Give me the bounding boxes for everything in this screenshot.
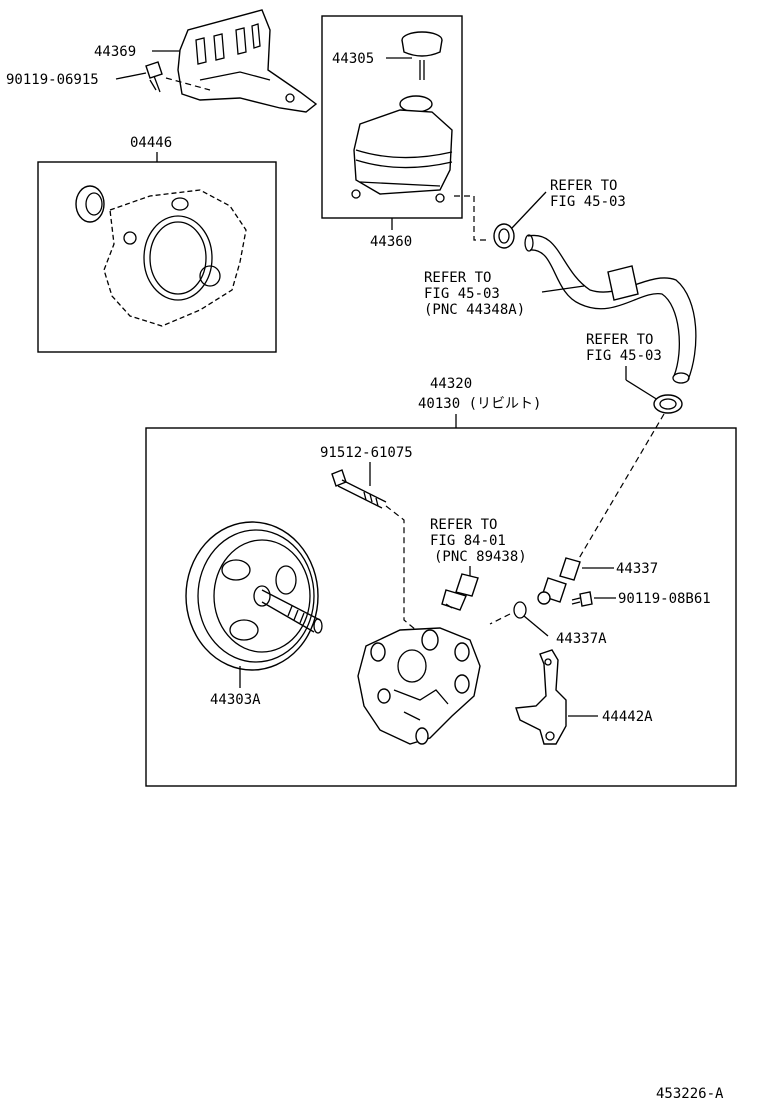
dash-reservoir-to-clamp	[454, 195, 490, 241]
label-44337a: 44337A	[556, 631, 607, 647]
label-90119-08b61: 90119-08B61	[618, 591, 711, 607]
hose-icon	[524, 234, 697, 384]
label-ref4-line3: (PNC 89438)	[434, 549, 527, 565]
clamp-icon	[653, 394, 683, 414]
label-44303a: 44303A	[210, 692, 261, 708]
label-ref2-line1: REFER TO	[424, 270, 491, 286]
pump-assembly-box	[145, 427, 737, 787]
label-ref3-line2: FIG 45-03	[586, 348, 662, 364]
label-44320: 44320	[430, 376, 472, 392]
reservoir-cap-icon	[401, 31, 443, 80]
label-ref1-line1: REFER TO	[550, 178, 617, 194]
pulley-icon	[185, 521, 323, 671]
leader-44337a	[523, 615, 549, 637]
label-ref4-line2: FIG 84-01	[430, 533, 506, 549]
label-44305: 44305	[332, 51, 374, 67]
label-44337: 44337	[616, 561, 658, 577]
label-ref2-line3: (PNC 44348A)	[424, 302, 525, 318]
bolt-icon	[571, 591, 593, 607]
gasket-kit-box	[37, 161, 277, 353]
label-ref4-line1: REFER TO	[430, 517, 497, 533]
label-04446: 04446	[130, 135, 172, 151]
leader-90119-06915	[115, 72, 147, 80]
label-ref1-line2: FIG 45-03	[550, 194, 626, 210]
union-fitting-icon	[537, 557, 581, 605]
leader-ref3b	[625, 379, 659, 401]
dash-clamp-to-union	[577, 413, 665, 561]
pump-body-icon	[357, 627, 481, 745]
label-90119-06915: 90119-06915	[6, 72, 99, 88]
dash-oring-to-pump	[489, 613, 511, 625]
label-91512-61075: 91512-61075	[320, 445, 413, 461]
leader-ref2	[541, 285, 585, 293]
leader-ref1	[511, 191, 547, 229]
label-44369: 44369	[94, 44, 136, 60]
o-ring-icon	[513, 601, 527, 619]
label-44442a: 44442A	[602, 709, 653, 725]
bolt-icon	[331, 469, 387, 509]
label-40130: 40130 (リビルト)	[418, 396, 541, 412]
figure-id: 453226-A	[656, 1086, 724, 1102]
bracket-icon	[165, 9, 318, 113]
dash-bolt-to-pump	[385, 505, 417, 631]
label-ref2-line2: FIG 45-03	[424, 286, 500, 302]
label-ref3-line1: REFER TO	[586, 332, 653, 348]
stay-bracket-icon	[515, 649, 567, 745]
label-44360: 44360	[370, 234, 412, 250]
bolt-icon	[145, 61, 163, 93]
gasket-kit-icon	[75, 185, 247, 327]
pressure-switch-icon	[441, 573, 479, 611]
clamp-icon	[493, 223, 515, 249]
reservoir-tank-icon	[351, 95, 453, 203]
